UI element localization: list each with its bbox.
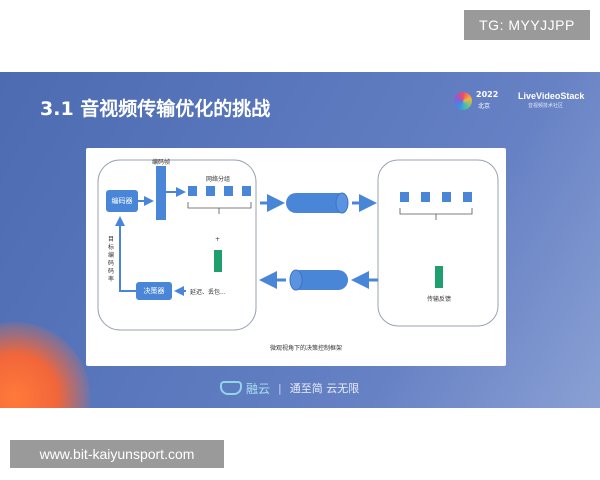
sender-container [97, 159, 257, 331]
receiver-container [377, 159, 499, 327]
network-packets-label: 网络分组 [206, 176, 231, 183]
livevideostack-logo-text: LiveVideoStack [518, 91, 585, 101]
decider-label: 决策器 [143, 287, 165, 295]
packet [224, 186, 233, 196]
watermark-site: www.bit-kaiyunsport.com [10, 440, 224, 468]
network-pipe-feedback [290, 270, 348, 290]
livevideostack-logo-subtext: 音视频技术社区 [528, 103, 564, 109]
packet [442, 192, 451, 202]
event-logo-city: 北京 [478, 103, 491, 110]
packet-bracket-right [399, 208, 473, 215]
diagram-caption: 微观视角下的决策控制框架 [270, 345, 343, 352]
footer-logo: 融云 | 通至简 云无限 [220, 378, 359, 398]
footer-separator: | [278, 381, 282, 395]
event-logo-icon [454, 92, 472, 110]
slide: 3.1 音视频传输优化的挑战 2022 北京 LiveVideoStack 音视… [0, 72, 600, 408]
target-bitrate-label: 目标编码码率 [108, 236, 115, 283]
packet [421, 192, 430, 202]
packet [242, 186, 251, 196]
event-logo: 2022 北京 [454, 90, 510, 114]
packet [206, 186, 215, 196]
transport-feedback-label: 传输反馈 [427, 296, 452, 303]
packet [463, 192, 472, 202]
packet [188, 186, 197, 196]
footer-slogan: 通至简 云无限 [289, 382, 360, 395]
packet-bracket [187, 202, 252, 209]
encoder-label: 编码器 [111, 197, 133, 205]
encoder-box [106, 190, 138, 212]
feedback-bar-right [435, 266, 443, 288]
cloud-logo-icon [220, 381, 242, 395]
packet [400, 192, 409, 202]
network-pipe-forward [286, 193, 348, 213]
diagram-graphic [97, 159, 499, 331]
watermark-tag: TG: MYYJJPP [464, 10, 590, 40]
encoded-frame-label: 编码帧 [152, 159, 171, 166]
footer-brand: 融云 [246, 381, 271, 396]
delay-loss-label: 延迟、丢包... [190, 289, 226, 296]
event-logo-year: 2022 [476, 90, 499, 99]
plus-sign: + [215, 236, 221, 243]
livevideostack-logo: LiveVideoStack 音视频技术社区 [518, 91, 590, 117]
slide-title: 3.1 音视频传输优化的挑战 [40, 98, 271, 120]
diagram-panel: 编码器 编码帧 网络分组 目标编码码率 + 决策器 延迟、丢包... 传输反馈 … [86, 148, 506, 366]
encoded-frame-bar [156, 166, 166, 220]
decider-box [136, 282, 172, 300]
slide-glow-decoration [0, 322, 90, 408]
feedback-bar-left [214, 250, 222, 272]
